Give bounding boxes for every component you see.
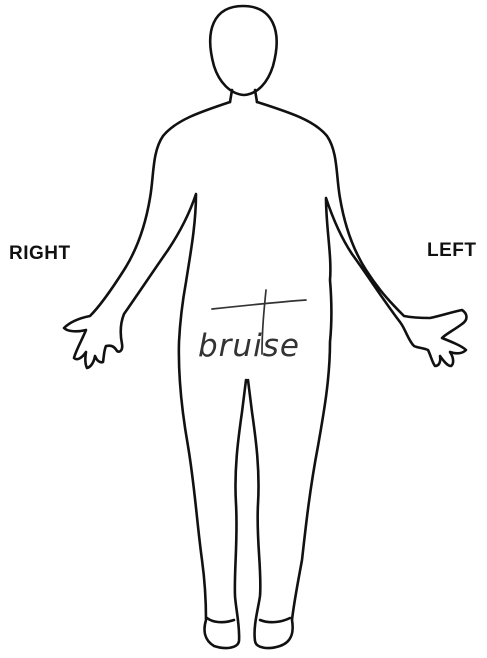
left-side-label: LEFT [427, 241, 477, 260]
head-outline [210, 6, 276, 95]
body-right-outline [64, 102, 246, 648]
left-leg-inner-line [260, 618, 290, 622]
body-left-outline [248, 102, 467, 648]
annotation-crossbar [212, 300, 306, 309]
annotation-bruise-text: bruise [198, 328, 300, 364]
neck-right-line [230, 90, 232, 102]
right-leg-inner-line [207, 618, 234, 622]
right-side-label: RIGHT [9, 244, 71, 263]
